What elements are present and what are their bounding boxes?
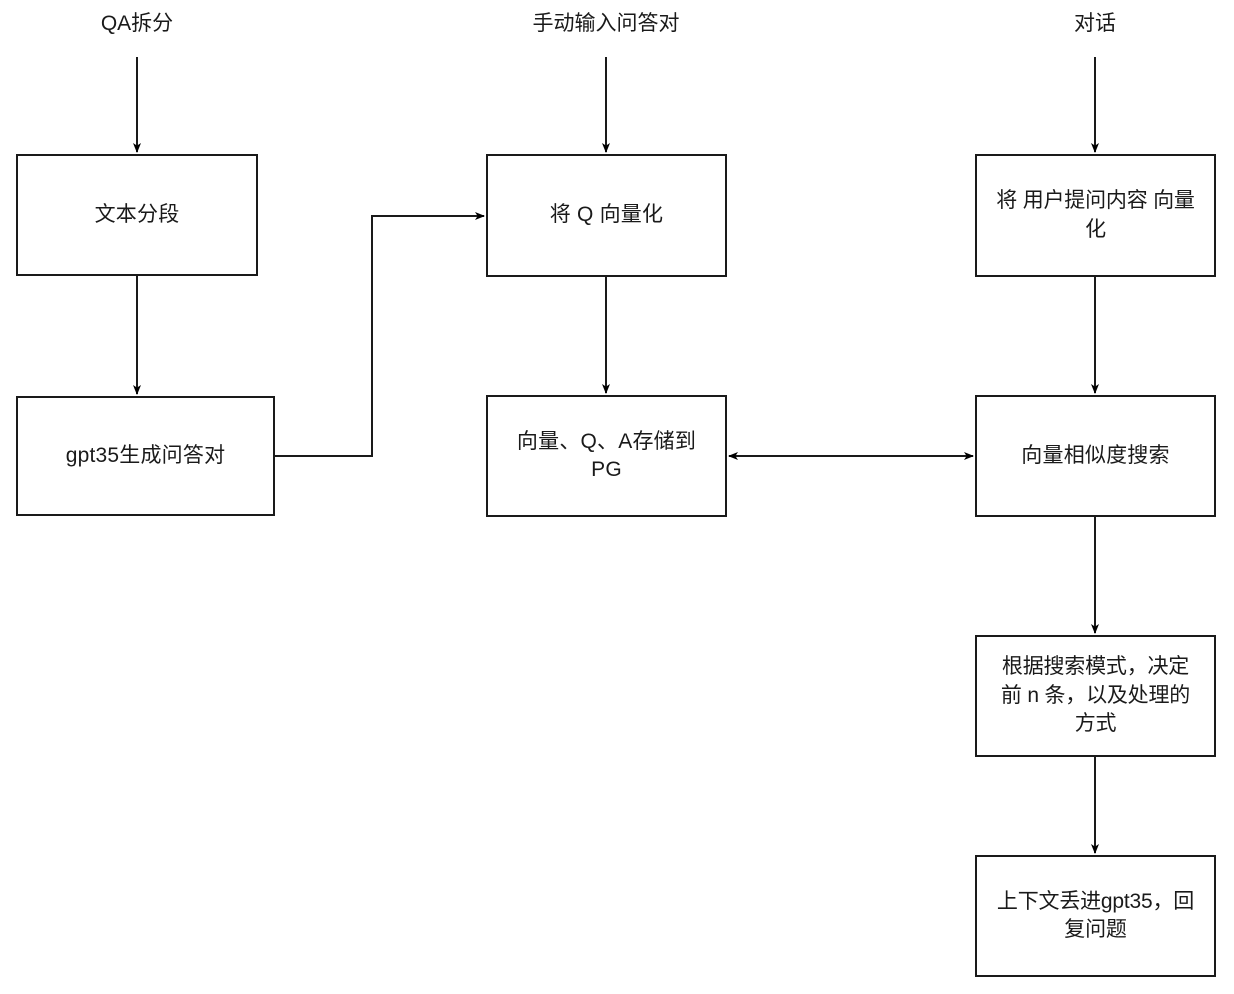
node-vector-similarity-search[interactable]: 向量相似度搜索 (975, 395, 1216, 517)
node-vectorize-q[interactable]: 将 Q 向量化 (486, 154, 727, 277)
node-store-to-pg-label: 向量、Q、A存储到 PG (516, 429, 697, 481)
node-text-chunking-label: 文本分段 (94, 202, 180, 226)
node-search-mode-topn[interactable]: 根据搜索模式，决定 前 n 条，以及处理的 方式 (975, 635, 1216, 757)
node-vectorize-q-label: 将 Q 向量化 (549, 203, 664, 227)
label-dialogue: 对话 (1074, 12, 1116, 35)
node-text-chunking[interactable]: 文本分段 (16, 154, 258, 276)
node-vectorize-user-question-label: 将 用户提问内容 向量 化 (996, 189, 1195, 241)
label-qa-split: QA拆分 (100, 12, 174, 35)
node-gpt35-generate-qa[interactable]: gpt35生成问答对 (16, 396, 275, 516)
node-context-to-gpt35-label: 上下文丢进gpt35，回 复问题 (996, 889, 1195, 941)
node-vector-similarity-search-label: 向量相似度搜索 (1021, 443, 1170, 467)
node-store-to-pg[interactable]: 向量、Q、A存储到 PG (486, 395, 727, 517)
node-vectorize-user-question[interactable]: 将 用户提问内容 向量 化 (975, 154, 1216, 277)
node-context-to-gpt35[interactable]: 上下文丢进gpt35，回 复问题 (975, 855, 1216, 977)
edge-gpt35-to-vectorize-q (275, 212, 485, 457)
label-manual-input: 手动输入问答对 (532, 12, 680, 35)
node-gpt35-generate-qa-label: gpt35生成问答对 (65, 443, 226, 467)
node-search-mode-topn-label: 根据搜索模式，决定 前 n 条，以及处理的 方式 (1000, 655, 1191, 736)
